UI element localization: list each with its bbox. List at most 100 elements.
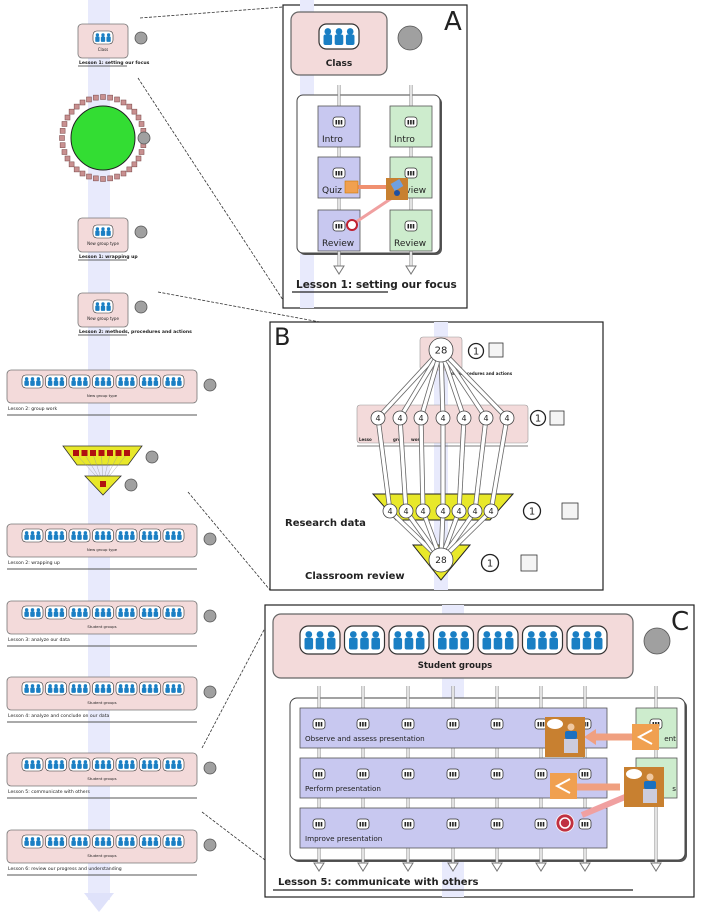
person-icon (124, 608, 129, 612)
person-icon (393, 637, 403, 650)
person-icon (71, 380, 76, 386)
person-icon (83, 760, 88, 764)
group-icon (312, 768, 326, 780)
activity-label: s (672, 784, 676, 793)
group-icon (332, 116, 346, 128)
person-icon (315, 772, 318, 777)
person-icon (326, 637, 336, 650)
person-icon (171, 837, 176, 841)
person-icon (95, 760, 99, 764)
funnel-square (115, 450, 122, 456)
research-data-label: Research data (285, 518, 366, 529)
person-icon (77, 687, 82, 693)
person-icon (153, 611, 159, 617)
presenter-body (644, 781, 656, 789)
group-link (439, 348, 509, 420)
funnel-square (73, 450, 79, 456)
count-circle (428, 547, 454, 573)
group-label: Student groups (418, 661, 492, 671)
person-icon (320, 822, 323, 827)
activity-label: Intro (394, 135, 415, 145)
lesson-title-fragment: gro (393, 437, 401, 442)
group-icon (92, 299, 114, 314)
person-icon (101, 760, 105, 764)
person-icon (124, 760, 129, 764)
person-icon (394, 631, 402, 638)
lesson-title-fragment: wor (411, 437, 419, 442)
status-circle (203, 609, 217, 623)
person-icon (416, 631, 424, 638)
person-icon (60, 608, 64, 612)
person-icon (316, 631, 324, 638)
zoom-line (201, 627, 266, 749)
group-link (376, 417, 392, 512)
person-icon (147, 611, 153, 617)
person-icon (53, 534, 59, 540)
flow-arrow (402, 862, 414, 872)
person-icon (171, 531, 176, 535)
group-icon (578, 818, 592, 830)
person-icon (452, 772, 454, 777)
person-icon (165, 531, 170, 535)
person-icon (537, 722, 540, 727)
person-icon (71, 534, 76, 540)
person-icon (338, 171, 340, 176)
timeline-item-1 (59, 94, 151, 182)
person-icon (141, 687, 147, 693)
group-icon (68, 834, 91, 849)
group-icon (404, 167, 418, 179)
checkbox[interactable] (549, 410, 565, 426)
person-icon (83, 837, 88, 841)
person-icon (36, 611, 41, 617)
participant-square (59, 142, 66, 148)
group-icon (332, 220, 346, 232)
person-icon (572, 631, 580, 638)
person-icon (95, 684, 99, 688)
person-icon (101, 377, 105, 381)
status-circle (145, 450, 159, 464)
person-icon (361, 631, 368, 638)
person-icon (340, 171, 343, 176)
person-icon (71, 837, 76, 841)
count-circle (428, 337, 454, 363)
person-icon (340, 120, 343, 125)
group-icon (446, 768, 460, 780)
person-icon (54, 837, 58, 841)
person-icon (338, 120, 340, 125)
person-icon (118, 763, 123, 769)
count-circle (483, 503, 499, 519)
count-label: 28 (435, 556, 447, 566)
participant-square (138, 149, 145, 155)
person-icon (142, 760, 146, 764)
person-icon (407, 224, 410, 229)
person-icon (124, 687, 129, 693)
person-icon (71, 611, 76, 617)
checkbox[interactable] (488, 342, 504, 358)
group-icon (566, 625, 608, 655)
count-circle (398, 503, 414, 519)
person-icon (362, 822, 364, 827)
person-icon (412, 171, 415, 176)
person-icon (142, 377, 146, 381)
checkbox[interactable] (520, 554, 538, 572)
person-icon (130, 760, 135, 764)
count-circle (392, 410, 408, 426)
person-icon (165, 837, 170, 841)
checkbox[interactable] (561, 502, 579, 520)
person-icon (118, 684, 123, 688)
timeline-item-5 (62, 445, 159, 496)
person-icon (148, 684, 152, 688)
group-icon (299, 625, 341, 655)
person-icon (118, 840, 123, 846)
group-label: New group type (87, 316, 119, 321)
person-icon (349, 637, 358, 650)
person-icon (404, 822, 407, 827)
group-icon (21, 757, 44, 772)
person-icon (171, 684, 176, 688)
person-icon (460, 637, 469, 650)
group-icon (68, 528, 91, 543)
person-icon (95, 305, 100, 311)
person-icon (77, 840, 82, 846)
person-icon (594, 631, 602, 638)
